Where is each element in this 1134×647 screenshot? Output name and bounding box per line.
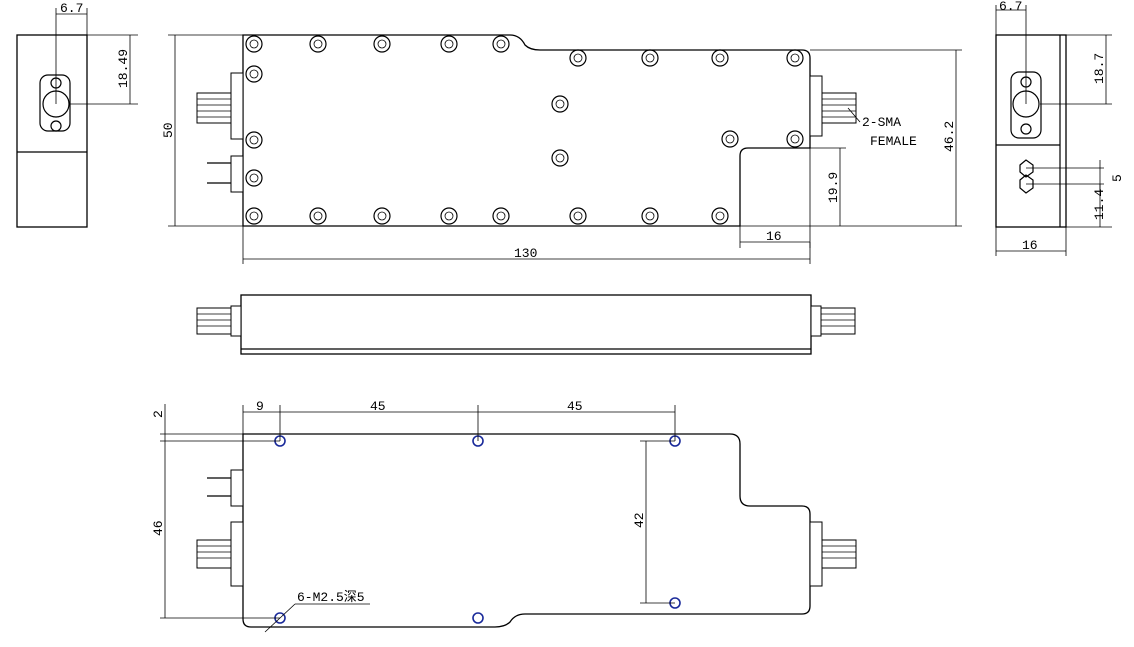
connector-label-line1: 2-SMA	[862, 115, 901, 130]
dim-side-depth: 16	[1022, 238, 1038, 253]
dim-bottom-height: 46	[151, 520, 166, 536]
dim-hole-span: 42	[632, 512, 647, 528]
dim-bottom-x2: 45	[370, 399, 386, 414]
dim-step-width: 16	[766, 229, 782, 244]
dim-left-width: 6.7	[60, 1, 83, 16]
connector-label-line2: FEMALE	[870, 134, 917, 149]
top-view-screws	[245, 35, 804, 225]
front-view	[196, 294, 856, 355]
dim-total-length: 130	[514, 246, 537, 261]
dim-bottom-x3: 45	[567, 399, 583, 414]
left-end-view: 6.7 18.49	[16, 1, 138, 228]
dim-side-width: 6.7	[999, 0, 1022, 14]
dim-step-height: 19.9	[826, 172, 841, 203]
dim-side-height: 18.7	[1092, 53, 1107, 84]
dim-left-height: 18.49	[116, 49, 131, 88]
dim-bottom-x1: 9	[256, 399, 264, 414]
right-end-view: 6.7 18.7 5 11.4 16	[995, 0, 1125, 256]
top-view: 50 46.2 19.9 16 130 2-SMA FEMALE	[161, 34, 962, 264]
dim-side-pin-gap: 5	[1110, 174, 1125, 182]
dim-side-pin-height: 11.4	[1092, 189, 1107, 220]
bottom-view: 2 9 45 45 46 42 6-M2.5深5	[151, 399, 857, 633]
dim-right-height: 46.2	[942, 121, 957, 152]
mount-hole	[472, 612, 484, 624]
holes-note: 6-M2.5深5	[297, 590, 365, 605]
dim-bottom-offset: 2	[151, 410, 166, 418]
dim-top-height: 50	[161, 122, 176, 138]
